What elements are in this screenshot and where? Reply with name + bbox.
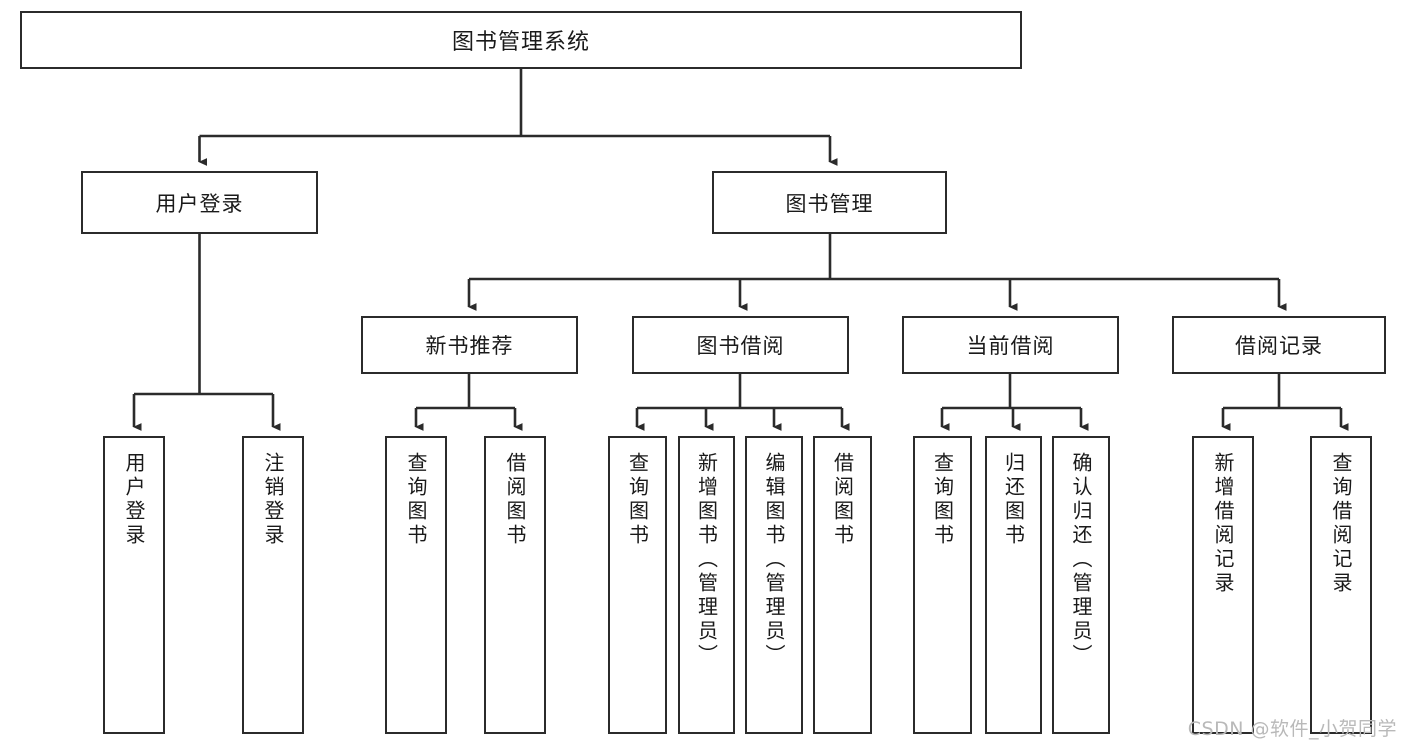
leaf-return-books[interactable]: 归还图书 (985, 436, 1042, 734)
leaf-return-books-label: 归还图书 (1001, 452, 1026, 548)
leaf-query-books-borrow-label: 查询图书 (625, 452, 650, 548)
node-user-login-label: 用户登录 (155, 191, 244, 216)
leaf-query-books-recommendation-label: 查询图书 (404, 452, 428, 548)
leaf-edit-book-admin[interactable]: 编辑图书（管理员） (745, 436, 803, 734)
node-user-login[interactable]: 用户登录 (81, 171, 318, 234)
leaf-add-borrow-record-label: 新增借阅记录 (1211, 452, 1235, 596)
leaf-query-borrow-record-label: 查询借阅记录 (1329, 452, 1353, 596)
leaf-query-borrow-record[interactable]: 查询借阅记录 (1310, 436, 1372, 734)
node-book-management-label: 图书管理 (785, 191, 874, 216)
watermark-text: CSDN @软件_小贺同学 (1187, 718, 1397, 740)
leaf-logout[interactable]: 注销登录 (242, 436, 304, 734)
leaf-borrow-books-recommendation[interactable]: 借阅图书 (484, 436, 546, 734)
leaf-query-books-borrow[interactable]: 查询图书 (608, 436, 667, 734)
leaf-query-books-recommendation[interactable]: 查询图书 (385, 436, 447, 734)
leaf-user-login[interactable]: 用户登录 (103, 436, 165, 734)
node-book-management[interactable]: 图书管理 (712, 171, 947, 234)
leaf-confirm-return-admin[interactable]: 确认归还（管理员） (1052, 436, 1110, 734)
node-new-book-recommendation-label: 新书推荐 (425, 334, 514, 358)
leaf-query-books-current-label: 查询图书 (930, 452, 955, 548)
node-borrow-records-label: 借阅记录 (1235, 334, 1323, 358)
node-root-system[interactable]: 图书管理系统 (20, 11, 1022, 69)
node-current-borrow[interactable]: 当前借阅 (902, 316, 1119, 374)
leaf-add-book-admin-label: 新增图书（管理员） (694, 452, 719, 668)
node-root-label: 图书管理系统 (451, 30, 590, 55)
leaf-add-borrow-record[interactable]: 新增借阅记录 (1192, 436, 1254, 734)
leaf-logout-label: 注销登录 (261, 452, 285, 548)
leaf-borrow-books[interactable]: 借阅图书 (813, 436, 872, 734)
node-new-book-recommendation[interactable]: 新书推荐 (361, 316, 578, 374)
leaf-edit-book-admin-label: 编辑图书（管理员） (762, 452, 786, 668)
node-borrow-records[interactable]: 借阅记录 (1172, 316, 1386, 374)
leaf-add-book-admin[interactable]: 新增图书（管理员） (678, 436, 735, 734)
leaf-query-books-current[interactable]: 查询图书 (913, 436, 972, 734)
leaf-borrow-books-recommendation-label: 借阅图书 (503, 452, 527, 548)
node-book-borrow[interactable]: 图书借阅 (632, 316, 849, 374)
leaf-borrow-books-label: 借阅图书 (830, 452, 855, 548)
leaf-user-login-label: 用户登录 (122, 452, 146, 548)
leaf-confirm-return-admin-label: 确认归还（管理员） (1069, 452, 1093, 668)
node-book-borrow-label: 图书借阅 (696, 334, 785, 358)
node-current-borrow-label: 当前借阅 (966, 334, 1055, 358)
